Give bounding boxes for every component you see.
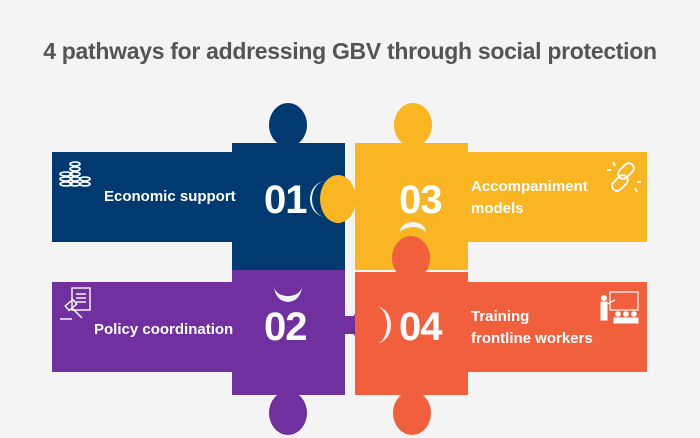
label-line: Training: [471, 308, 530, 325]
piece-number-02: 02: [264, 305, 307, 349]
gavel-document-icon: [60, 287, 91, 320]
label-economic-support: Economic support: [104, 188, 236, 205]
piece-number-01: 01: [264, 178, 307, 222]
label-accompaniment: Accompaniment models: [471, 176, 588, 220]
piece-02: [52, 270, 388, 435]
label-line: models: [471, 200, 524, 217]
piece-04: [355, 236, 647, 435]
chain-link-icon: [607, 161, 641, 193]
label-line: frontline workers: [471, 330, 593, 347]
page-title: 4 pathways for addressing GBV through so…: [43, 38, 657, 64]
label-line: Accompaniment: [471, 178, 588, 195]
label-training: Training frontline workers: [471, 306, 593, 350]
piece-number-03: 03: [399, 178, 442, 222]
coins-icon: [59, 161, 91, 187]
teacher-presentation-icon: [600, 291, 639, 324]
piece-number-04: 04: [399, 305, 442, 349]
label-policy-coordination: Policy coordination: [94, 321, 234, 338]
